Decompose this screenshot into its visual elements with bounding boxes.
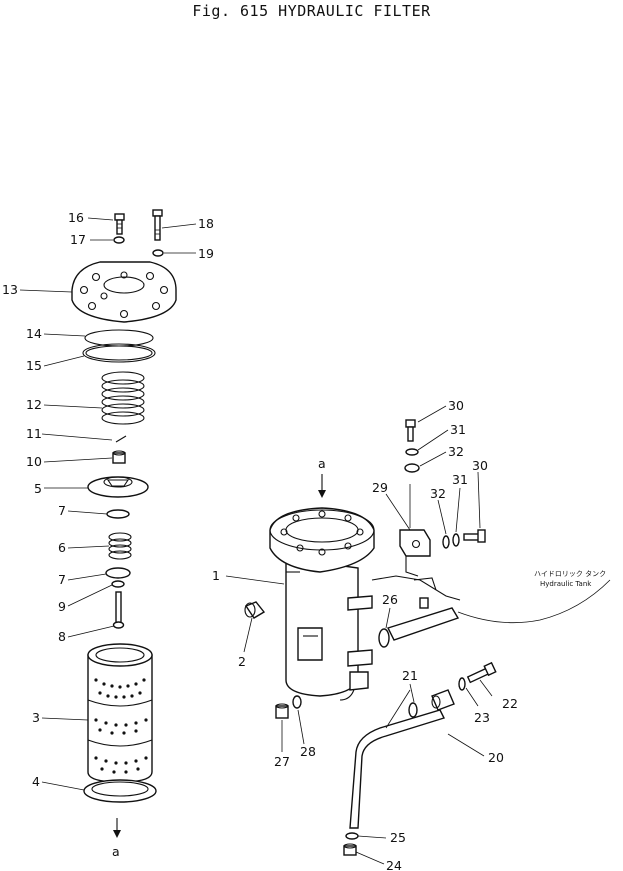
washer-9	[111, 580, 125, 588]
arrow-a-bottom	[113, 818, 121, 838]
callout-7b: 7	[58, 572, 66, 587]
spring-12	[101, 371, 145, 425]
washer-19	[152, 249, 164, 257]
nut-10	[112, 450, 126, 464]
callout-10: 10	[26, 454, 42, 469]
bolt-22	[466, 661, 497, 684]
callout-27: 27	[274, 754, 290, 769]
washer-23	[458, 677, 466, 691]
callout-2: 2	[238, 654, 246, 669]
washer-31-side	[452, 533, 460, 547]
filter-element-3	[87, 643, 153, 783]
callout-18: 18	[198, 216, 214, 231]
leader-lines-left	[19, 217, 197, 791]
bolt-30-top	[405, 419, 416, 442]
cover-13	[71, 261, 177, 323]
callout-30-top: 30	[448, 398, 464, 413]
callout-28: 28	[300, 744, 316, 759]
o-ring-28	[292, 695, 302, 709]
plug-27	[275, 703, 289, 719]
callout-29: 29	[372, 480, 388, 495]
callout-19: 19	[198, 246, 214, 261]
hydraulic-tank-label-jp: ハイドロリック タンク	[534, 569, 606, 578]
bolt-18	[152, 209, 163, 241]
callout-32-top: 32	[448, 444, 464, 459]
plate-4	[83, 779, 157, 803]
pin-11	[115, 435, 127, 443]
callout-25: 25	[390, 830, 406, 845]
o-ring-26	[378, 628, 390, 648]
filter-case-1	[269, 507, 461, 701]
washer-7-lower	[105, 567, 131, 579]
callout-12: 12	[26, 397, 42, 412]
tank-line	[457, 579, 611, 624]
callout-1: 1	[212, 568, 220, 583]
callout-24: 24	[386, 858, 402, 871]
callout-21: 21	[402, 668, 418, 683]
callout-17: 17	[70, 232, 86, 247]
callout-14: 14	[26, 326, 42, 341]
o-ring-25	[345, 832, 359, 840]
o-ring-21	[408, 702, 418, 718]
callout-7a: 7	[58, 503, 66, 518]
callout-labels-left: 16 17 18 19 13 14 15 12 11 10 5 7 6 7 9 …	[2, 210, 214, 859]
callout-a-bottom: a	[112, 844, 120, 859]
callout-26: 26	[382, 592, 398, 607]
callout-3: 3	[32, 710, 40, 725]
callout-8: 8	[58, 629, 66, 644]
cap-24	[343, 843, 357, 856]
callout-30-side: 30	[472, 458, 488, 473]
callout-31-side: 31	[452, 472, 468, 487]
callout-6: 6	[58, 540, 66, 555]
callout-15: 15	[26, 358, 42, 373]
callout-22: 22	[502, 696, 518, 711]
arrow-a-top	[318, 474, 326, 498]
washer-32-side	[442, 535, 450, 549]
callout-20: 20	[488, 750, 504, 765]
pipe-20	[349, 689, 455, 829]
callout-31-top: 31	[450, 422, 466, 437]
valve-seat-5	[87, 476, 149, 498]
washer-17	[113, 236, 125, 244]
figure-title: Fig. 615 HYDRAULIC FILTER	[192, 2, 431, 20]
callout-a-top: a	[318, 456, 326, 471]
callout-32-side: 32	[430, 486, 446, 501]
callout-23: 23	[474, 710, 490, 725]
spring-6	[108, 532, 132, 560]
callout-11: 11	[26, 426, 42, 441]
callout-labels-right: 1 2 27 28 26 21 30 31 32 29 32 31 30 22 …	[212, 398, 606, 871]
callout-5: 5	[34, 481, 42, 496]
bolt-16	[114, 213, 125, 235]
callout-4: 4	[32, 774, 40, 789]
bolt-30-side	[463, 529, 486, 543]
pipe-bracket	[387, 607, 460, 641]
block-29	[399, 529, 437, 609]
callout-16: 16	[68, 210, 84, 225]
o-ring-15	[82, 343, 156, 363]
hydraulic-tank-label-en: Hydraulic Tank	[540, 580, 592, 588]
washer-7-upper	[106, 509, 130, 519]
washer-31-top	[405, 448, 419, 456]
washer-32-top	[404, 463, 420, 473]
fitting-2	[244, 601, 266, 619]
callout-13: 13	[2, 282, 18, 297]
shaft-8	[112, 591, 125, 629]
callout-9: 9	[58, 599, 66, 614]
leader-lines-right	[225, 405, 493, 865]
